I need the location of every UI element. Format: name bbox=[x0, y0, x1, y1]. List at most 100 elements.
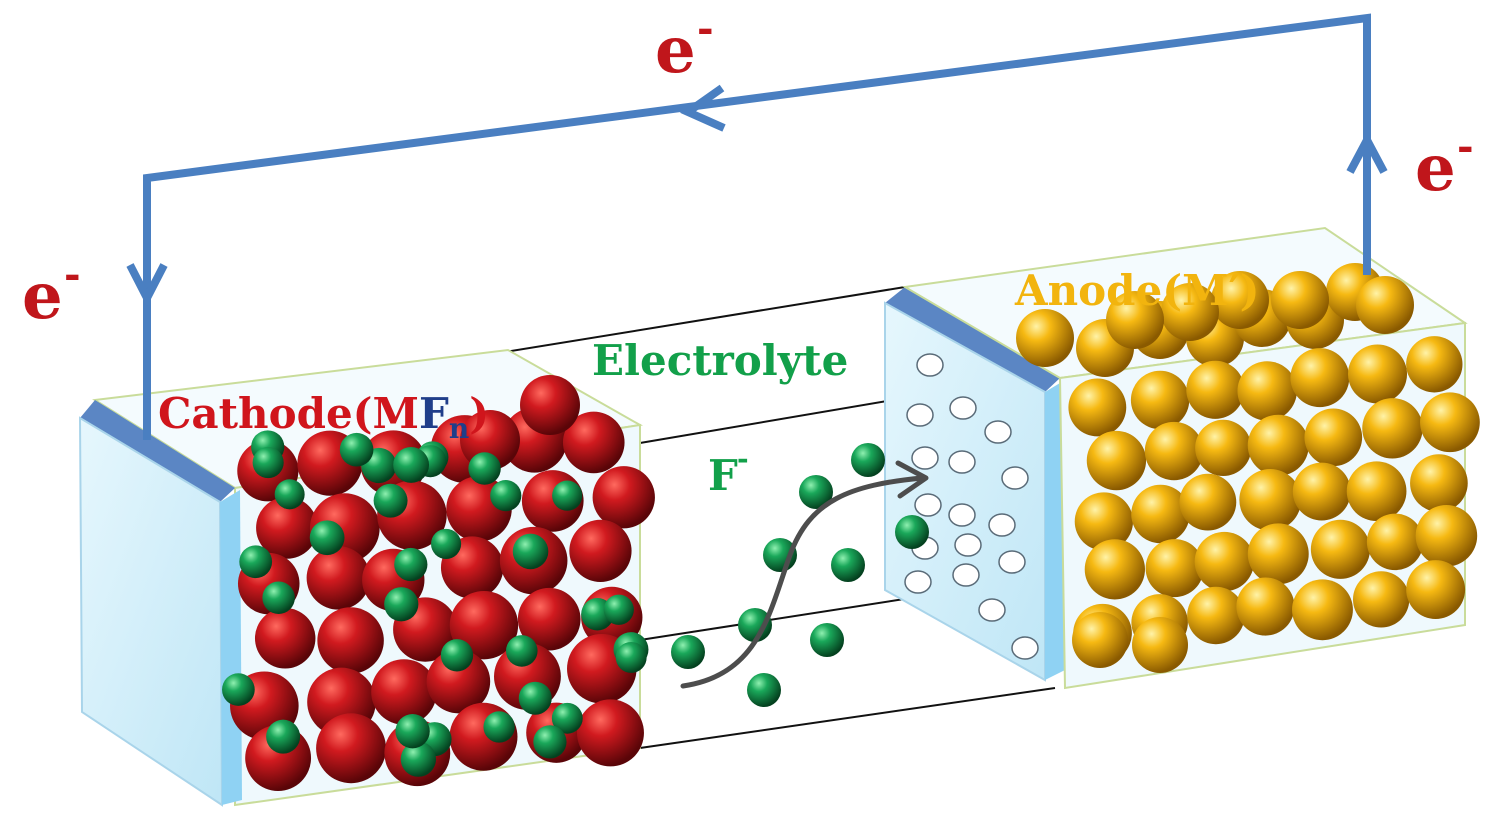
anode-particle bbox=[1290, 348, 1350, 408]
curved-arrow-icon bbox=[680, 460, 929, 689]
fluoride-ion bbox=[799, 475, 833, 509]
anode-particle bbox=[1420, 392, 1480, 453]
anode-particle bbox=[1415, 505, 1478, 567]
arrowhead-icon bbox=[126, 263, 168, 307]
fluoride-ion bbox=[431, 528, 462, 559]
svg-text:e: e bbox=[22, 259, 63, 334]
cathode-particles bbox=[222, 375, 655, 791]
cathode-particle bbox=[576, 699, 644, 767]
vacancy-circle-icon bbox=[906, 403, 934, 427]
fluoride-ion bbox=[252, 447, 284, 479]
anode-particle bbox=[1068, 378, 1127, 437]
fluoride-ion bbox=[468, 452, 501, 485]
cathode-particle bbox=[592, 466, 655, 529]
fluoride-ion bbox=[384, 587, 419, 622]
cathode-particle bbox=[371, 659, 437, 725]
cathode-particle bbox=[517, 587, 581, 651]
anode-particles bbox=[1016, 263, 1480, 673]
vacancy-circle-icon bbox=[988, 513, 1016, 537]
anode-particle bbox=[1292, 462, 1351, 521]
vacancy-circle-icon bbox=[998, 550, 1026, 574]
fluoride-ion bbox=[551, 702, 583, 734]
vacancy-circle-icon bbox=[1011, 636, 1039, 660]
anode-particle bbox=[1144, 421, 1204, 481]
fluoride-ion bbox=[395, 714, 430, 749]
anode-particle bbox=[1161, 283, 1219, 341]
svg-text:-: - bbox=[697, 5, 714, 52]
fluoride-ion bbox=[483, 711, 515, 743]
svg-text:e: e bbox=[655, 13, 696, 88]
anode-particle bbox=[1130, 370, 1190, 430]
fluoride-ion bbox=[339, 432, 374, 467]
fluoride-label: F - bbox=[708, 442, 749, 500]
anode-particle bbox=[1211, 271, 1269, 329]
anode-particle bbox=[1304, 408, 1363, 467]
anode-particle bbox=[1072, 612, 1128, 668]
separator-membrane bbox=[884, 287, 1065, 682]
anode-particle bbox=[1366, 513, 1424, 571]
arrowhead-icon bbox=[1346, 131, 1388, 174]
anode-particle bbox=[1074, 492, 1134, 551]
cathode-particle bbox=[256, 496, 318, 559]
anode-particle bbox=[1271, 271, 1329, 329]
vacancy-circle-icon bbox=[916, 353, 944, 377]
fluoride-ions-in-electrolyte bbox=[671, 443, 929, 707]
fluoride-ion bbox=[831, 548, 865, 582]
vacancy-sites bbox=[904, 353, 1039, 660]
vacancy-circle-icon bbox=[904, 570, 932, 594]
vacancy-circle-icon bbox=[1001, 466, 1029, 490]
fluoride-ion bbox=[239, 545, 273, 579]
fluoride-ion bbox=[309, 520, 345, 556]
svg-text:F: F bbox=[708, 451, 738, 500]
anode-particle bbox=[1131, 484, 1190, 544]
vacancy-circle-icon bbox=[978, 598, 1006, 622]
anode-particle bbox=[1356, 276, 1414, 334]
svg-text:e: e bbox=[1415, 131, 1456, 206]
vacancy-circle-icon bbox=[952, 563, 980, 587]
anode-particle bbox=[1347, 344, 1408, 404]
svg-text:Cathode(MFn): Cathode(MFn) bbox=[158, 389, 489, 445]
vacancy-circle-icon bbox=[949, 396, 977, 420]
fluoride-ion bbox=[810, 623, 844, 657]
fluoride-ion bbox=[738, 608, 772, 642]
fluoride-ion bbox=[505, 635, 538, 667]
cathode-particle bbox=[449, 590, 519, 660]
anode-particle bbox=[1186, 360, 1245, 419]
fluoride-ion bbox=[490, 480, 522, 512]
svg-text:-: - bbox=[1457, 123, 1474, 170]
anode-particle bbox=[1194, 531, 1255, 592]
anode-particle bbox=[1410, 454, 1468, 512]
cathode-particle bbox=[426, 649, 491, 714]
cathode-particle bbox=[562, 411, 625, 474]
fluoride-ion bbox=[518, 681, 552, 715]
anode-block bbox=[902, 226, 1480, 690]
fluoride-ion bbox=[222, 673, 255, 706]
electrolyte-label: Electrolyte bbox=[592, 336, 848, 385]
fluoride-ion bbox=[393, 446, 430, 483]
cathode-label: Cathode(MFn) bbox=[158, 389, 489, 445]
fluoride-ion bbox=[373, 483, 408, 518]
anode-particle bbox=[1406, 560, 1466, 620]
vacancy-circle-icon bbox=[948, 503, 976, 527]
cathode-block bbox=[78, 348, 655, 807]
anode-particle bbox=[1187, 586, 1245, 645]
fluoride-ion bbox=[895, 515, 929, 549]
arrowhead-icon bbox=[679, 84, 726, 132]
fluoride-ion bbox=[394, 547, 428, 582]
anode-particle bbox=[1237, 361, 1297, 421]
anode-particle bbox=[1406, 336, 1463, 393]
anode-particle bbox=[1239, 468, 1302, 531]
fluoride-ion bbox=[851, 443, 885, 477]
fluoride-ion bbox=[747, 673, 781, 707]
external-circuit-wire bbox=[126, 13, 1388, 440]
cathode-particle bbox=[520, 375, 580, 435]
anode-particle bbox=[1084, 539, 1145, 600]
anode-particle bbox=[1179, 473, 1237, 531]
fluoride-ion bbox=[512, 533, 549, 570]
anode-particle bbox=[1016, 309, 1074, 367]
fluoride-ion bbox=[274, 479, 305, 510]
electron-label-left: e - bbox=[22, 251, 81, 334]
cathode-particle bbox=[317, 607, 384, 674]
cathode-particle bbox=[569, 519, 632, 583]
